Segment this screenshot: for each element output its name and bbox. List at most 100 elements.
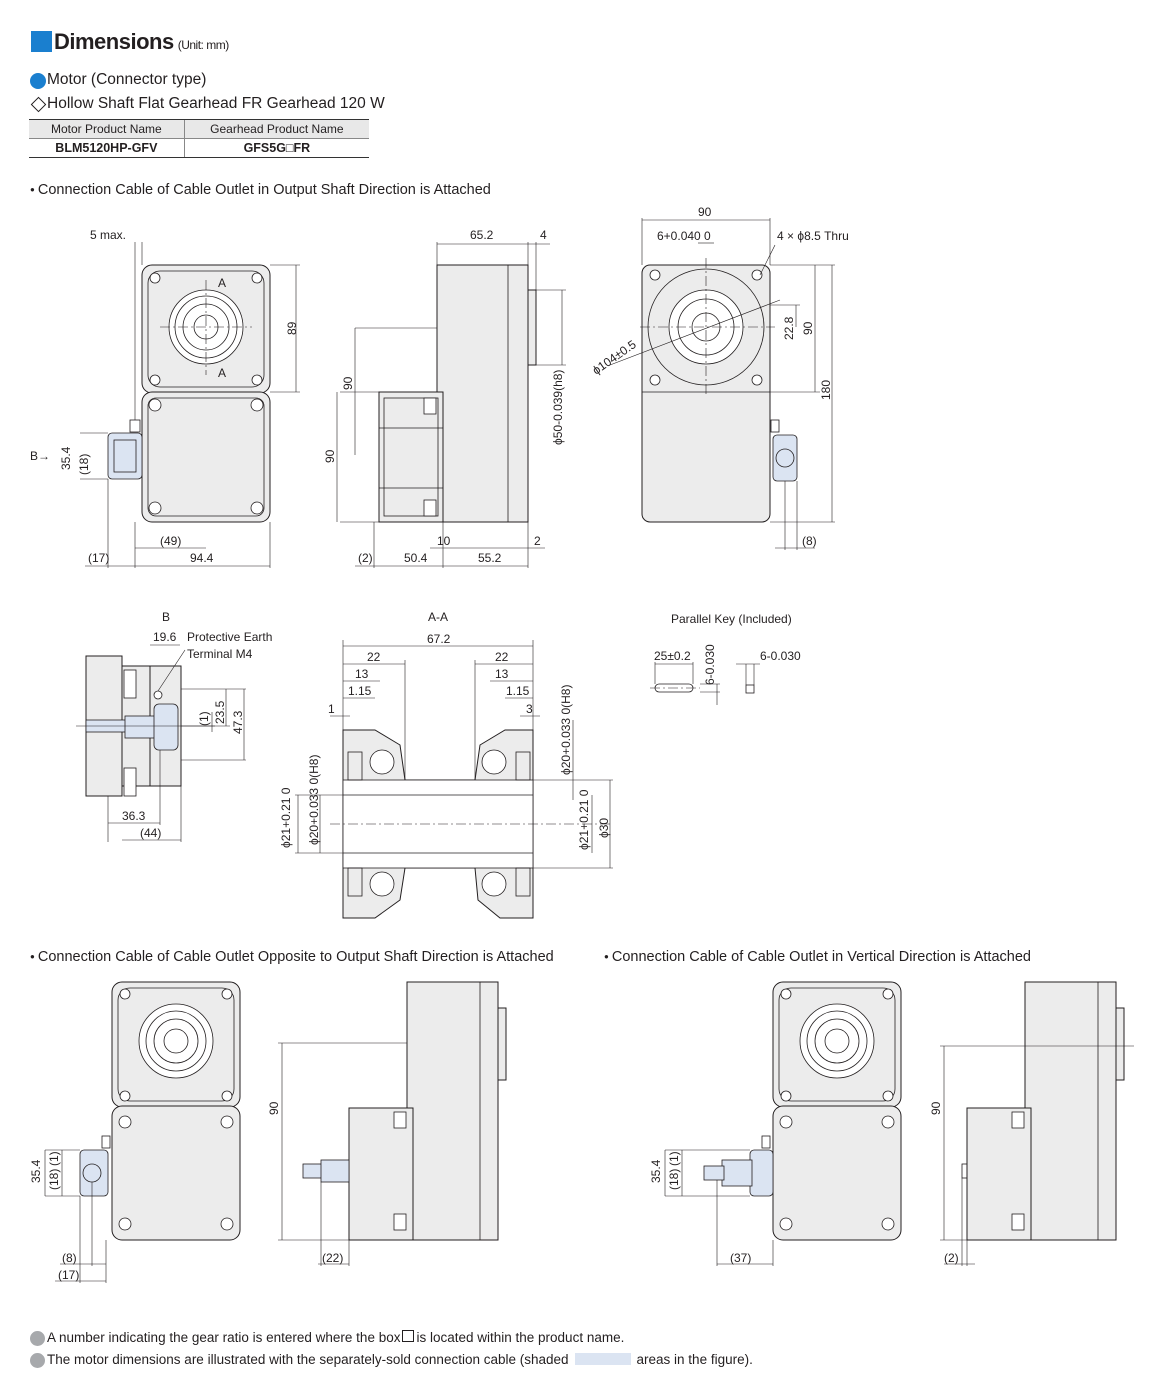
note-bullet-icon <box>30 1353 45 1368</box>
vert-dim-2: (2) <box>944 1251 959 1265</box>
note-gear-ratio: A number indicating the gear ratio is en… <box>47 1330 625 1345</box>
dim-1-paren: (1) <box>197 711 211 726</box>
section-a-top: A <box>218 276 226 290</box>
view-b-label: B <box>162 610 170 624</box>
section-aa-drawing <box>330 729 610 919</box>
dim-phi20-left: ϕ20+0.033 0(H8) <box>307 755 321 845</box>
motor-type-label: Motor (Connector type) <box>47 71 207 88</box>
unit-label: (Unit: mm) <box>177 38 230 52</box>
dim-22-right: 22 <box>495 650 509 664</box>
dim-13-left: 13 <box>355 667 369 681</box>
opp-dim-17: (17) <box>58 1268 79 1282</box>
note-shaded-cable: The motor dimensions are illustrated wit… <box>47 1352 753 1367</box>
dim-22-8: 22.8 <box>782 316 796 340</box>
dim-47-3: 47.3 <box>231 710 245 734</box>
dim-17: (17) <box>88 551 109 565</box>
front-view-drawing <box>107 264 271 523</box>
dim-phi104: ϕ104±0.5 <box>590 337 639 377</box>
terminal-m4-label: Terminal M4 <box>187 647 253 661</box>
side-view-drawing <box>378 264 537 523</box>
vert-dim-1: (1) <box>667 1151 681 1166</box>
dim-55-2: 55.2 <box>478 551 502 565</box>
box-icon <box>402 1330 415 1342</box>
dim-1: 1 <box>328 702 335 716</box>
product-table-header: Motor Product Name Gearhead Product Name <box>29 119 369 139</box>
th-gearhead: Gearhead Product Name <box>183 119 369 139</box>
dim-90-side: 90 <box>801 321 815 335</box>
caption-vertical: Connection Cable of Cable Outlet in Vert… <box>604 949 1031 965</box>
dim-50-4: 50.4 <box>404 551 428 565</box>
dim-1-15-right: 1.15 <box>506 684 530 698</box>
dim-phi50: ϕ50-0.039(h8) <box>551 370 565 445</box>
section-a-bottom: A <box>218 366 226 380</box>
dim-3: 3 <box>526 702 533 716</box>
dim-65-2: 65.2 <box>470 228 494 242</box>
dim-18: (18) <box>77 454 91 475</box>
dim-19-6: 19.6 <box>153 630 177 644</box>
dim-13-right: 13 <box>495 667 509 681</box>
vertical-front-drawing <box>703 981 902 1241</box>
key-height: 6-0.030 <box>703 644 717 685</box>
dim-36-3: 36.3 <box>122 809 146 823</box>
vert-dim-35-4: 35.4 <box>649 1159 663 1183</box>
rear-view-drawing <box>640 258 798 523</box>
dim-4: 4 <box>540 228 547 242</box>
vertical-side-drawing <box>961 981 1125 1241</box>
opp-dim-18: (18) <box>47 1169 61 1190</box>
dim-90-b: 90 <box>323 449 337 463</box>
parallel-key-label: Parallel Key (Included) <box>671 612 792 626</box>
gearhead-product-name: GFS5G□FR <box>183 138 369 158</box>
dim-phi20-right: ϕ20+0.033 0(H8) <box>559 685 573 775</box>
dim-67-2: 67.2 <box>427 632 451 646</box>
dim-6-tol: 6+0.040 0 <box>657 229 711 243</box>
vert-dim-37: (37) <box>730 1251 751 1265</box>
th-motor: Motor Product Name <box>29 119 185 139</box>
dim-8: (8) <box>802 534 817 548</box>
dim-holes: 4 × ϕ8.5 Thru <box>777 229 849 243</box>
caption-opposite: Connection Cable of Cable Outlet Opposit… <box>30 949 554 965</box>
section-bullet-icon <box>30 73 46 89</box>
dim-5max: 5 max. <box>90 228 126 242</box>
dim-2: 2 <box>534 534 541 548</box>
dim-49: (49) <box>160 534 181 548</box>
gearhead-label: Hollow Shaft Flat Gearhead FR Gearhead 1… <box>47 95 385 112</box>
dim-phi21-left: ϕ21+0.21 0 <box>279 787 293 848</box>
shaded-swatch <box>574 1353 631 1365</box>
key-length: 25±0.2 <box>654 649 691 663</box>
header-square-icon <box>31 31 52 52</box>
dim-90-top: 90 <box>698 205 712 219</box>
dim-35-4: 35.4 <box>59 446 73 470</box>
opp-dim-8: (8) <box>62 1251 77 1265</box>
opp-dim-22: (22) <box>322 1251 343 1265</box>
parallel-key-drawing <box>650 683 755 694</box>
key-width: 6-0.030 <box>760 649 801 663</box>
product-table: Motor Product Name Gearhead Product Name… <box>29 119 369 158</box>
protective-earth-label: Protective Earth <box>187 630 272 644</box>
vert-dim-18: (18) <box>667 1169 681 1190</box>
opposite-side-drawing <box>302 981 507 1241</box>
motor-product-name: BLM5120HP-GFV <box>29 138 185 158</box>
dim-phi21-right: ϕ21+0.21 0 <box>577 789 591 850</box>
view-aa-label: A-A <box>428 610 448 624</box>
note-bullet-icon <box>30 1331 45 1346</box>
dim-89: 89 <box>285 321 299 335</box>
opp-dim-1: (1) <box>47 1151 61 1166</box>
page-title: Dimensions(Unit: mm) <box>54 29 230 54</box>
dim-2-paren: (2) <box>358 551 373 565</box>
dim-23-5: 23.5 <box>213 700 227 724</box>
dim-90-a: 90 <box>341 376 355 390</box>
dim-180: 180 <box>819 380 833 400</box>
dim-94-4: 94.4 <box>190 551 214 565</box>
dim-22-left: 22 <box>367 650 381 664</box>
opposite-front-drawing <box>79 981 241 1241</box>
table-row: BLM5120HP-GFV GFS5G□FR <box>29 138 369 158</box>
opp-dim-35-4: 35.4 <box>29 1159 43 1183</box>
caption-output-shaft: Connection Cable of Cable Outlet in Outp… <box>30 182 491 198</box>
dim-10: 10 <box>437 534 451 548</box>
dim-phi30: ϕ30 <box>597 818 611 838</box>
dim-1-15-left: 1.15 <box>348 684 372 698</box>
dim-44: (44) <box>140 826 161 840</box>
arrow-b-label: B→ <box>30 449 50 463</box>
opp-dim-90: 90 <box>267 1101 281 1115</box>
